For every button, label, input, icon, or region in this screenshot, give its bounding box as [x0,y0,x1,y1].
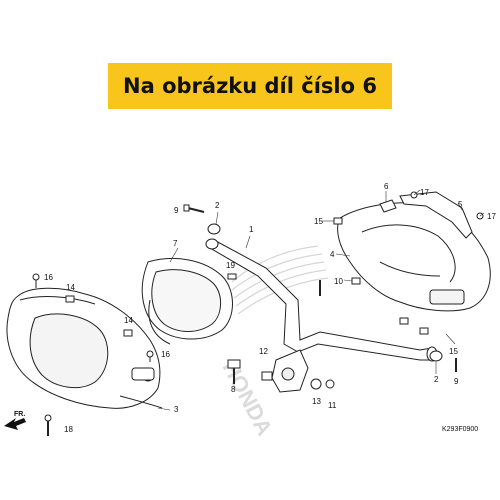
callout-4: 4 [330,250,335,259]
callout-6: 6 [384,182,389,191]
callout-16-bottom: 16 [161,350,170,359]
callout-14-right: 14 [124,316,133,325]
direction-label: FR. [14,411,25,418]
callout-18: 18 [64,425,73,434]
hardware [32,191,484,436]
callout-15-bottom: 15 [449,347,458,356]
callout-3: 3 [174,405,179,414]
callout-2-bottom: 2 [434,375,439,384]
front-direction-arrow-icon: FR. [4,411,26,430]
rear-handlebar-cover [337,202,491,312]
callout-13: 13 [312,397,321,406]
callouts: 1 2 2 3 4 5 6 7 8 9 9 10 11 12 13 14 14 … [44,182,496,434]
callout-1: 1 [249,225,254,234]
callout-11: 11 [328,401,337,410]
callout-9-bottom: 9 [454,377,459,386]
callout-5: 5 [458,200,463,209]
emblem-clip-part-6 [379,199,397,213]
callout-14-left: 14 [66,283,75,292]
watermark-text: HONDA [218,357,278,440]
callout-9-top: 9 [174,206,179,215]
diagram-code: K293F0900 [442,426,479,433]
leader-lines [157,189,485,411]
callout-16-top: 16 [44,273,53,282]
callout-12: 12 [259,347,268,356]
meter-visor [141,257,233,345]
front-handlebar-cover [6,287,163,409]
callout-19: 19 [226,261,235,270]
callout-2-top: 2 [215,201,220,210]
title-banner: Na obrázku díl číslo 6 [108,63,392,109]
callout-15-top: 15 [314,217,323,226]
callout-10: 10 [334,277,343,286]
callout-8: 8 [231,385,236,394]
callout-17-right: 17 [487,212,496,221]
callout-7: 7 [173,239,178,248]
callout-17-left: 17 [420,188,429,197]
stem-bracket [261,349,309,393]
banner-text: Na obrázku díl číslo 6 [123,74,377,98]
top-panel [399,191,473,239]
